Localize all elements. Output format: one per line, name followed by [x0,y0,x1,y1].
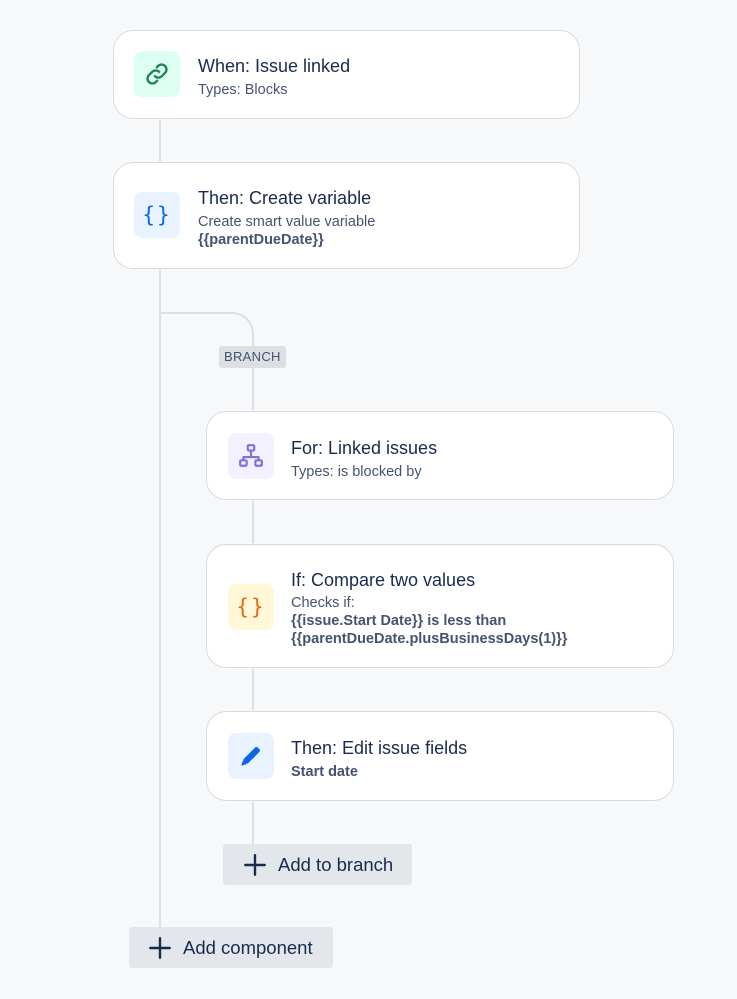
create-variable-title: Then: Create variable [198,188,372,208]
add-to-branch-label: Add to branch [278,853,394,875]
connector-line [159,118,161,163]
for-linked-title: For: Linked issues [291,438,438,458]
connector-line [252,667,254,712]
branch-badge: BRANCH [219,346,286,368]
connector-line [252,499,254,545]
compare-values-card[interactable]: {} If: Compare two values Checks if: {{i… [206,544,674,668]
edit-issue-fields-card[interactable]: Then: Edit issue fields Start date [206,711,674,801]
for-linked-issues-card[interactable]: For: Linked issues Types: is blocked by [206,411,674,500]
edit-fields-title: Then: Edit issue fields [291,738,468,758]
create-variable-card[interactable]: {} Then: Create variable Create smart va… [113,162,580,269]
link-icon [146,63,168,85]
compare-icon-box: {} [228,584,274,630]
compare-title: If: Compare two values [291,570,476,590]
trigger-subtitle: Types: Blocks [198,82,288,98]
for-linked-subtitle: Types: is blocked by [291,464,422,480]
trigger-icon-box [134,51,180,97]
edit-fields-subtitle: Start date [291,764,358,780]
braces-icon: {} [142,203,172,227]
connector-line [252,368,254,412]
plus-icon [242,852,268,878]
add-to-branch-button[interactable]: Add to branch [223,844,412,885]
braces-icon: {} [236,595,266,619]
pencil-icon [241,747,260,766]
add-component-button[interactable]: Add component [129,927,333,968]
for-linked-icon-box [228,433,274,479]
create-variable-icon-box: {} [134,192,180,238]
compare-subtitle: Checks if: [291,595,355,611]
create-variable-subtitle: Create smart value variable [198,214,376,230]
add-component-label: Add component [183,936,313,958]
branch-connector [159,312,254,352]
compare-condition-line2: {{parentDueDate.plusBusinessDays(1)}} [291,631,568,647]
compare-condition-line1: {{issue.Start Date}} is less than [291,613,507,629]
plus-icon [147,935,173,961]
trigger-title: When: Issue linked [198,56,351,76]
edit-fields-icon-box [228,733,274,779]
trigger-card[interactable]: When: Issue linked Types: Blocks [113,30,580,119]
variable-name: {{parentDueDate}} [198,232,324,248]
connector-line [252,800,254,844]
connector-line [159,268,161,928]
hierarchy-icon [239,444,263,467]
